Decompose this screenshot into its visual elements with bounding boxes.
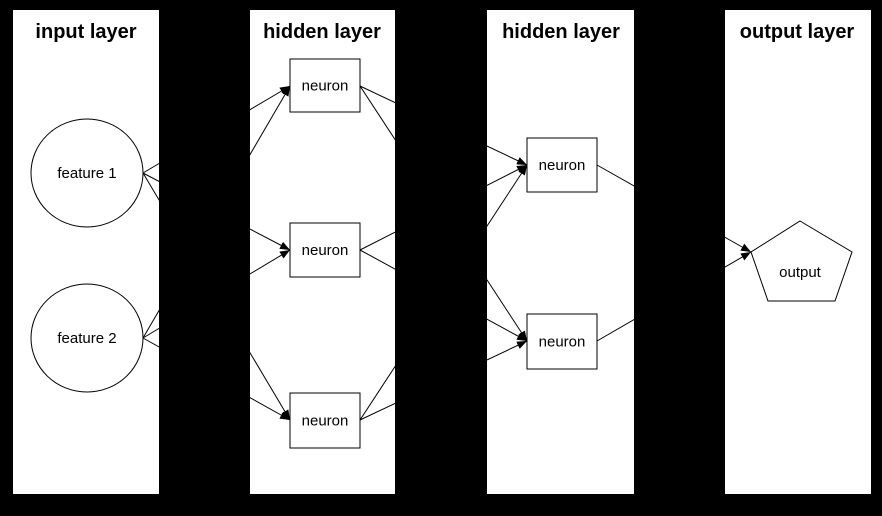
edge-neuron-5-to-output — [596, 251, 752, 342]
feature-2-shape — [30, 283, 144, 393]
panel-title-output-layer: output layer — [740, 21, 855, 43]
edge-feature-1-to-neuron-3 — [142, 172, 291, 421]
edge-feature-2-to-neuron-3 — [142, 337, 291, 421]
edge-neuron-3-to-neuron-5 — [359, 340, 528, 421]
node-label-neuron-2: neuron — [302, 242, 349, 259]
node-label-neuron-4: neuron — [539, 157, 586, 174]
edge-feature-2-to-neuron-2 — [142, 249, 291, 339]
node-label-neuron-3: neuron — [302, 413, 349, 430]
edge-neuron-2-to-neuron-5 — [359, 249, 528, 342]
node-label-neuron-5: neuron — [539, 334, 586, 351]
layer-titles: input layer hidden layer hidden layer outpu… — [35, 21, 854, 43]
edge-feature-1-to-neuron-1 — [142, 85, 291, 174]
node-neuron-3: neuron — [289, 392, 361, 449]
edge-neuron-1-to-neuron-4 — [359, 85, 528, 166]
node-neuron-1: neuron — [289, 58, 361, 113]
node-neuron-4: neuron — [526, 137, 598, 193]
edge-neuron-4-to-output — [596, 164, 752, 253]
layer-panels — [13, 10, 871, 494]
node-feature-2: feature 2 — [30, 283, 144, 393]
layer-nodes: feature 1 feature 2 neuron neuron neuron neur… — [30, 58, 853, 449]
panel-title-hidden-layer-1: hidden layer — [263, 21, 381, 43]
panel-hidden-layer-2 — [487, 10, 634, 494]
node-label-neuron-1: neuron — [302, 78, 349, 95]
node-label-feature-2: feature 2 — [57, 330, 116, 347]
node-label-feature-1: feature 1 — [57, 165, 116, 182]
layer-edges — [142, 85, 752, 421]
node-output: output — [750, 220, 853, 302]
edge-neuron-2-to-neuron-4 — [359, 164, 528, 251]
edge-neuron-3-to-neuron-4 — [359, 164, 528, 421]
panel-title-input-layer: input layer — [35, 21, 136, 43]
output-shape — [750, 220, 853, 302]
panel-input-layer — [13, 10, 159, 494]
feature-1-shape — [30, 118, 144, 228]
edge-neuron-1-to-neuron-5 — [359, 85, 528, 342]
node-label-output: output — [779, 264, 822, 281]
node-neuron-5: neuron — [526, 313, 598, 370]
neuron-1-shape — [289, 58, 361, 113]
neuron-4-shape — [526, 137, 598, 193]
neuron-5-shape — [526, 313, 598, 370]
neuron-3-shape — [289, 392, 361, 449]
panel-title-hidden-layer-2: hidden layer — [502, 21, 620, 43]
node-feature-1: feature 1 — [30, 118, 144, 228]
node-neuron-2: neuron — [289, 222, 361, 278]
neuron-2-shape — [289, 222, 361, 278]
edge-feature-2-to-neuron-1 — [142, 85, 291, 339]
